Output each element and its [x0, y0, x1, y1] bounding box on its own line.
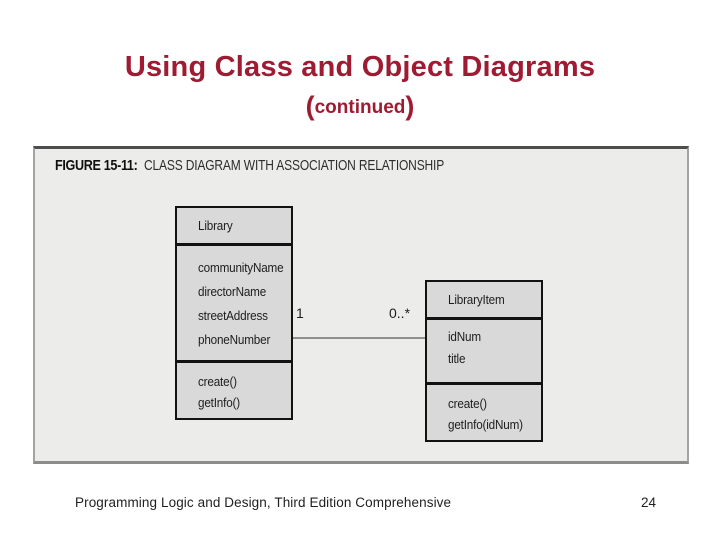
class-method: create() [448, 393, 541, 414]
subtitle-open-paren: ( [305, 91, 315, 121]
multiplicity-one-label: 1 [296, 305, 304, 321]
class-name-label: Library [198, 218, 233, 233]
class-box-library: Library communityName directorName stree… [175, 206, 293, 420]
page-title: Using Class and Object Diagrams [124, 51, 596, 83]
footer-text: Programming Logic and Design, Third Edit… [75, 495, 452, 510]
method-label: getInfo() [198, 395, 240, 410]
attributes-compartment: idNum title [427, 317, 541, 382]
subtitle-word: continued [314, 97, 406, 118]
class-attribute: streetAddress [198, 304, 291, 328]
class-attribute: directorName [198, 280, 291, 304]
attribute-label: idNum [448, 329, 481, 344]
methods-compartment: create() getInfo(idNum) [427, 382, 541, 442]
class-attribute: phoneNumber [198, 328, 291, 352]
figure-caption: FIGURE 15-11: CLASS DIAGRAM WITH ASSOCIA… [55, 157, 519, 175]
class-method: getInfo(idNum) [448, 414, 541, 435]
subtitle-close-paren: ) [405, 91, 415, 121]
methods-compartment: create() getInfo() [177, 360, 291, 420]
multiplicity-many-label: 0..* [389, 305, 411, 321]
figure-panel: FIGURE 15-11: CLASS DIAGRAM WITH ASSOCIA… [33, 146, 689, 464]
class-attribute: idNum [448, 326, 541, 348]
method-label: getInfo(idNum) [448, 417, 523, 432]
method-label: create() [448, 396, 487, 411]
attribute-label: communityName [198, 260, 284, 275]
class-attribute: title [448, 348, 541, 370]
class-name-library: Library [177, 208, 291, 243]
figure-caption-text: CLASS DIAGRAM WITH ASSOCIATION RELATIONS… [143, 157, 444, 174]
figure-caption-label: FIGURE 15-11: [55, 157, 138, 174]
attribute-label: phoneNumber [198, 332, 271, 347]
page-number: 24 [640, 495, 656, 510]
class-method: create() [198, 371, 291, 392]
page-subtitle: (continued) [0, 90, 720, 124]
class-method: getInfo() [198, 392, 291, 413]
class-attribute: communityName [198, 256, 291, 280]
association-line [293, 337, 425, 339]
class-name-libraryitem: LibraryItem [427, 282, 541, 317]
attribute-label: title [448, 351, 466, 366]
attribute-label: streetAddress [198, 308, 268, 323]
attribute-label: directorName [198, 284, 267, 299]
class-name-label: LibraryItem [448, 292, 505, 307]
class-box-libraryitem: LibraryItem idNum title create() getInfo… [425, 280, 543, 442]
attributes-compartment: communityName directorName streetAddress… [177, 243, 291, 360]
method-label: create() [198, 374, 237, 389]
